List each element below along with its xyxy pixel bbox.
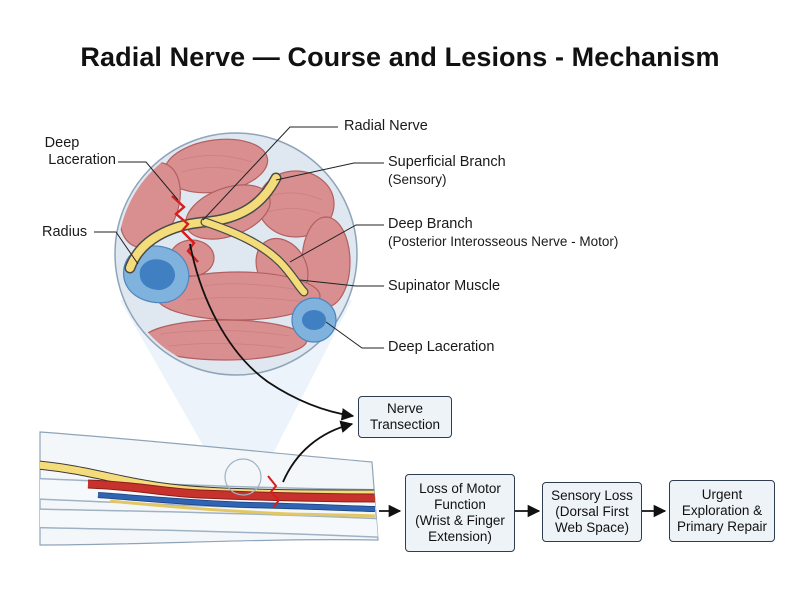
box-nerve-transection: Nerve Transection <box>358 396 452 438</box>
label-deep-laceration-left-l1: Deep <box>44 135 80 151</box>
forearm-laceration-mark <box>267 475 281 509</box>
label-deep-laceration-left: Deep Laceration <box>36 135 116 169</box>
leader-radius <box>94 231 139 265</box>
label-supinator-muscle: Supinator Muscle <box>388 278 501 294</box>
box-nerve-transection-line1: Nerve <box>386 401 423 416</box>
box-sensory-loss-line1: Sensory Loss <box>551 488 633 503</box>
label-deep-laceration-left-l2: Laceration <box>48 152 116 168</box>
box-loss-motor-line3: (Wrist & Finger <box>415 513 505 528</box>
label-deep-branch-sub: (Posterior Interosseous Nerve - Motor) <box>388 234 619 249</box>
box-loss-motor-function: Loss of Motor Function (Wrist & Finger E… <box>405 474 515 552</box>
label-deep-branch: Deep Branch (Posterior Interosseous Nerv… <box>388 216 618 250</box>
label-superficial-branch-title: Superficial Branch <box>388 154 506 170</box>
box-sensory-loss-line2: (Dorsal First <box>555 504 629 519</box>
magnified-spot <box>224 458 262 496</box>
box-sensory-loss-line3: Web Space) <box>554 520 630 535</box>
diagram-title: Radial Nerve — Course and Lesions - Mech… <box>80 42 720 72</box>
label-superficial-branch-sub: (Sensory) <box>388 172 447 187</box>
label-deep-laceration-right: Deep Laceration <box>388 339 495 355</box>
box-urgent-repair-line1: Urgent <box>701 487 743 502</box>
laceration-mark <box>171 195 199 263</box>
leader-deep-laceration-right <box>325 321 384 349</box>
box-nerve-transection-line2: Transection <box>369 417 441 432</box>
box-loss-motor-line4: Extension) <box>428 529 492 544</box>
arrow-to-nerve-transection <box>189 243 355 421</box>
cross-section <box>114 132 358 376</box>
box-urgent-repair: Urgent Exploration & Primary Repair <box>669 480 775 542</box>
box-loss-motor-line1: Loss of Motor <box>419 481 501 496</box>
box-sensory-loss: Sensory Loss (Dorsal First Web Space) <box>542 482 642 542</box>
box-urgent-repair-line3: Primary Repair <box>676 519 768 534</box>
label-deep-branch-title: Deep Branch <box>388 216 473 232</box>
leader-radial-nerve <box>202 126 338 221</box>
leader-superficial <box>275 162 384 181</box>
leader-deep-branch <box>289 224 384 263</box>
leader-deep-laceration-left <box>118 161 179 201</box>
leader-supinator <box>299 279 384 287</box>
label-radius: Radius <box>42 224 88 240</box>
arrow-forearm-to-transection <box>282 420 354 483</box>
forearm-illustration <box>39 431 379 546</box>
label-radial-nerve: Radial Nerve <box>344 118 428 134</box>
label-superficial-branch: Superficial Branch (Sensory) <box>388 154 506 188</box>
box-loss-motor-line2: Function <box>434 497 486 512</box>
box-urgent-repair-line2: Exploration & <box>681 503 763 518</box>
